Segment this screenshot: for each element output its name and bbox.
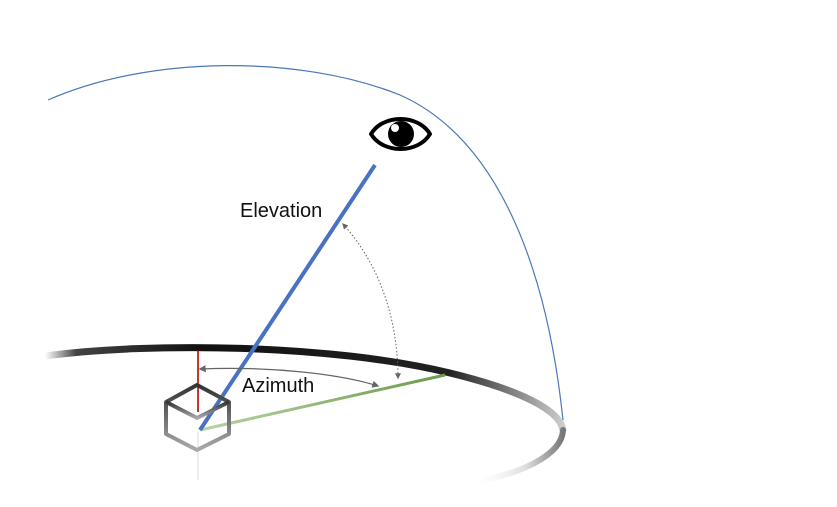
hemisphere-arc: [47, 65, 564, 421]
azimuth-ray: [199, 373, 446, 432]
elevation-label: Elevation: [240, 200, 322, 222]
cube-icon: [164, 383, 231, 452]
azimuth-angle-arrow: [198, 365, 380, 388]
azimuth-label: Azimuth: [242, 375, 314, 397]
eye-icon: [369, 117, 432, 151]
horizon-ring-front: [467, 427, 566, 485]
